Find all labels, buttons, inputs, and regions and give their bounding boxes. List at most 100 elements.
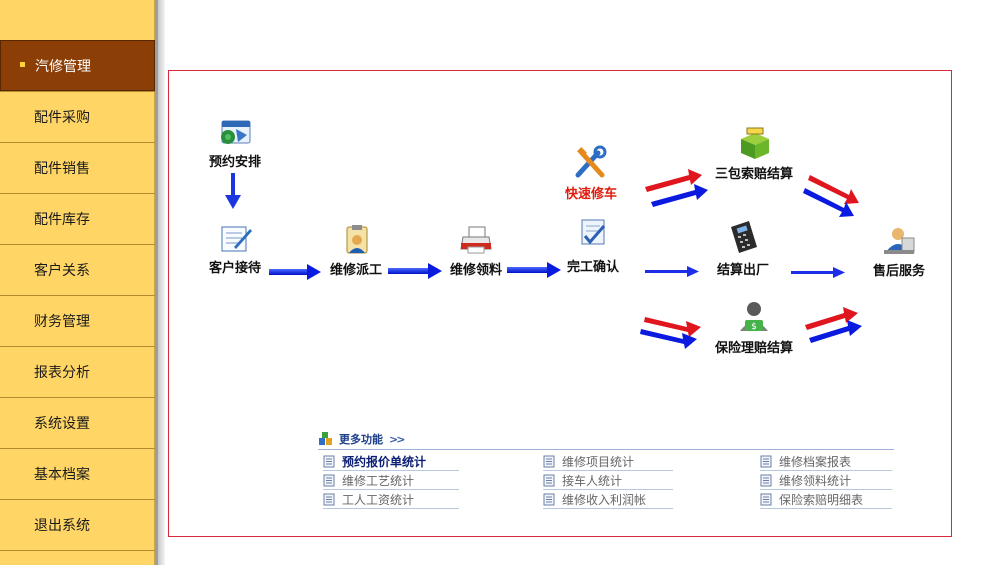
arrow-right [645, 266, 699, 277]
svg-text:$: $ [751, 322, 757, 332]
node-label: 结算出厂 [716, 263, 769, 278]
sidebar: 汽修管理 配件采购 配件销售 配件库存 客户关系 财务管理 报表分析 系统设置 … [0, 0, 165, 565]
report-link[interactable]: 维修领料统计 [760, 472, 892, 490]
wrench-icon [575, 145, 607, 178]
more-functions: 更多功能 >> [318, 431, 898, 450]
arrow-right [269, 264, 321, 280]
node-label: 预约安排 [208, 155, 261, 170]
node-reception[interactable]: 客户接待 [203, 223, 267, 276]
menu-item-label: 客户关系 [34, 263, 90, 279]
report-link[interactable]: 预约报价单统计 [323, 453, 459, 471]
menu-item-basic-records[interactable]: 基本档案 [0, 448, 155, 499]
menu-item-parts-inventory[interactable]: 配件库存 [0, 193, 155, 244]
sidebar-divider [155, 0, 158, 565]
node-quick-repair[interactable]: 快速修车 [557, 145, 625, 202]
menu-item-parts-purchase[interactable]: 配件采购 [0, 91, 155, 142]
clipboard-icon [346, 225, 368, 254]
report-link-label: 维修领料统计 [779, 474, 852, 488]
report-link[interactable]: 维修收入利润帐 [543, 491, 673, 509]
menu-item-auto-repair[interactable]: 汽修管理 [0, 40, 155, 91]
document-icon [543, 493, 555, 506]
arrow-right [388, 263, 442, 279]
report-link-label: 维修项目统计 [562, 455, 635, 469]
node-label: 售后服务 [872, 264, 925, 279]
node-label: 维修派工 [329, 263, 382, 278]
report-link-label: 维修收入利润帐 [562, 493, 647, 507]
menu-item-label: 报表分析 [34, 365, 90, 381]
menu-item-parts-sales[interactable]: 配件销售 [0, 142, 155, 193]
report-link-label: 维修工艺统计 [342, 474, 415, 488]
calendar-icon [221, 120, 251, 144]
menu-item-label: 系统设置 [34, 416, 90, 432]
arrow-double-up-right [645, 169, 708, 207]
card-reader-icon [731, 221, 757, 253]
blocks-icon [319, 432, 332, 445]
divider [318, 449, 894, 450]
report-link-label: 保险索赔明细表 [779, 493, 864, 507]
node-dispatch[interactable]: 维修派工 [324, 223, 388, 278]
menu-item-reports[interactable]: 报表分析 [0, 346, 155, 397]
document-icon [543, 455, 555, 468]
report-link[interactable]: 工人工资统计 [323, 491, 459, 509]
report-link-label: 维修档案报表 [779, 455, 852, 469]
node-after-sales[interactable]: 售后服务 [867, 224, 931, 279]
package-icon [741, 127, 769, 159]
report-link-label: 接车人统计 [562, 474, 623, 488]
menu-item-label: 配件库存 [34, 212, 90, 228]
node-appointment[interactable]: 预约安排 [205, 115, 265, 170]
arrow-down [225, 173, 241, 209]
workflow-panel: 预约安排 客户接待 维修派工 维修领料 [168, 70, 952, 537]
active-bullet-icon [20, 62, 25, 67]
document-icon [543, 474, 555, 487]
node-label: 保险理赔结算 [714, 341, 793, 356]
more-functions-title: 更多功能 [339, 433, 383, 446]
flow-arrows [225, 169, 862, 349]
document-icon [760, 455, 772, 468]
menu-item-exit[interactable]: 退出系统 [0, 499, 155, 550]
arrow-double-up-right [805, 307, 862, 343]
document-icon [760, 474, 772, 487]
arrow-double-down-right [640, 317, 701, 349]
menu-item-customer-relations[interactable]: 客户关系 [0, 244, 155, 295]
service-desk-icon [884, 228, 915, 254]
node-warranty-claim[interactable]: 三包索赔结算 [709, 125, 799, 182]
document-icon [323, 493, 335, 506]
report-link-label: 预约报价单统计 [342, 455, 427, 469]
report-link[interactable]: 接车人统计 [543, 472, 673, 490]
report-link[interactable]: 维修工艺统计 [323, 472, 459, 490]
menu-item-label: 基本档案 [34, 467, 90, 483]
report-link-label: 工人工资统计 [342, 493, 415, 507]
printer-icon [460, 226, 492, 254]
node-label: 客户接待 [208, 261, 261, 276]
menu-item-label: 财务管理 [34, 314, 90, 330]
menu-item-label: 汽修管理 [35, 58, 91, 75]
document-icon [323, 455, 335, 468]
node-parts-pick[interactable]: 维修领料 [444, 223, 508, 278]
document-icon [323, 474, 335, 487]
menu-item-label: 配件销售 [34, 161, 90, 177]
menu-item-label: 配件采购 [34, 110, 90, 126]
report-link[interactable]: 维修项目统计 [543, 453, 673, 471]
person-money-icon: $ [740, 302, 768, 332]
arrow-right [507, 262, 561, 278]
report-link[interactable]: 保险索赔明细表 [760, 491, 892, 509]
notepad-icon [221, 226, 252, 252]
menu-item-finance[interactable]: 财务管理 [0, 295, 155, 346]
menu-item-system-settings[interactable]: 系统设置 [0, 397, 155, 448]
sidebar-shadow [158, 0, 165, 565]
more-functions-header: 更多功能 >> [318, 431, 898, 447]
node-completion[interactable]: 完工确认 [561, 214, 625, 275]
sidebar-background [0, 0, 155, 565]
node-label: 快速修车 [564, 187, 617, 202]
report-link[interactable]: 维修档案报表 [760, 453, 892, 471]
document-icon [760, 493, 772, 506]
node-checkout[interactable]: 结算出厂 [709, 219, 777, 278]
node-label: 三包索赔结算 [714, 167, 793, 182]
node-label: 维修领料 [449, 263, 502, 278]
node-insurance-claim[interactable]: $ 保险理赔结算 [709, 299, 799, 356]
double-chevron-right-icon[interactable]: >> [389, 432, 406, 446]
checklist-icon [581, 219, 606, 245]
menu-item-filler [0, 550, 155, 565]
arrow-right [791, 267, 845, 278]
arrow-double-down-right [803, 175, 859, 217]
